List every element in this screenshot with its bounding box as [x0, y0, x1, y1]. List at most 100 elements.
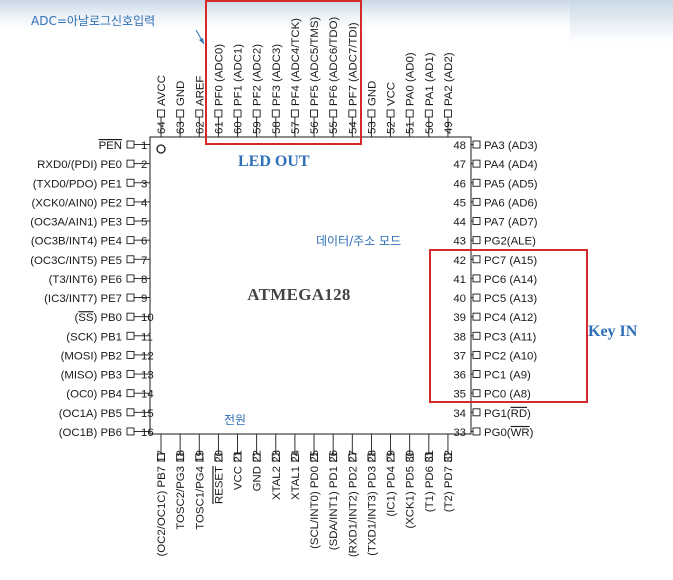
- pin-label: PF0 (ADC0): [213, 44, 225, 106]
- pin-pad: [290, 109, 299, 118]
- pin-pad: [472, 236, 481, 245]
- pin-label: PA2 (AD2): [443, 52, 455, 106]
- adc-arrow-head: [199, 38, 204, 44]
- pin-number: 59: [252, 121, 264, 134]
- pin-pad: [126, 217, 135, 225]
- pin-label: VCC: [386, 82, 398, 106]
- pin-number: 45: [453, 197, 466, 209]
- pin-label: PG1(RD): [484, 408, 531, 420]
- pin-pad: [472, 370, 481, 379]
- pin-label: (TXD0/PDO) PE1: [33, 178, 122, 190]
- pin-8: 8(T3/INT6) PE6: [49, 274, 150, 286]
- pin-44: 44 PA7 (AD7): [453, 217, 537, 229]
- pin-56: 56 PF5 (ADC5/TMS): [309, 17, 321, 137]
- pin-number: 29: [386, 450, 398, 463]
- pin-number: 64: [156, 121, 168, 134]
- pin-31: 31(T1) PD6: [424, 434, 436, 512]
- pin-27: 27(RXD1/INT2) PD2: [347, 434, 359, 557]
- pin-7: 7(OC3C/INT5) PE5: [30, 255, 150, 267]
- pin-number: 56: [309, 121, 321, 134]
- pin-label: PC1 (A9): [484, 370, 531, 382]
- pin-pad: [214, 453, 223, 462]
- pin-14: 14(OC0) PB4: [66, 389, 153, 401]
- pin-number: 48: [453, 140, 466, 152]
- pin-17: 17(OC2/OC1C) PB7: [156, 434, 168, 557]
- chip-body: [149, 136, 472, 435]
- pin-pad: [472, 274, 481, 283]
- pin-pad: [348, 109, 357, 118]
- pin-pad: [126, 236, 135, 245]
- pin-number: 55: [328, 121, 340, 134]
- led-out-annotation: LED OUT: [238, 153, 310, 170]
- pin-label: PC0 (A8): [484, 389, 531, 401]
- pin-number: 20: [213, 450, 225, 463]
- pin-4: 4(XCK0/AIN0) PE2: [31, 197, 150, 209]
- pin-pad: [405, 109, 414, 118]
- pin-pad: [176, 453, 185, 462]
- pin-number: 15: [141, 408, 154, 420]
- pin-pad: [472, 427, 481, 436]
- pin-number: 42: [453, 255, 466, 267]
- pin-pad: [444, 109, 452, 118]
- pin-10: 10(SS) PB0: [75, 312, 154, 324]
- pin-label: PC4 (A12): [484, 312, 537, 324]
- pin-label: TOSC2/PG3: [175, 466, 187, 530]
- pin-number: 63: [175, 121, 187, 134]
- pin-pad: [126, 293, 135, 302]
- pin-label: (MOSI) PB2: [61, 350, 122, 362]
- pin-number: 33: [453, 427, 466, 439]
- pin-number: 12: [141, 350, 154, 362]
- pin-label: PA7 (AD7): [484, 217, 538, 229]
- pin-number: 37: [453, 350, 466, 362]
- pin-number: 28: [366, 450, 378, 463]
- pin-label: PEN: [99, 140, 122, 152]
- header-gradient: [0, 0, 673, 30]
- pin-pad: [472, 178, 481, 187]
- pin-label: XTAL1: [290, 466, 302, 500]
- pin-number: 39: [453, 312, 466, 324]
- pin-label: (OC0) PB4: [66, 389, 122, 401]
- pin-label: PA3 (AD3): [484, 140, 538, 152]
- pin-pad: [310, 109, 318, 118]
- pin-label: PC2 (A10): [484, 350, 537, 362]
- pin-number: 30: [405, 450, 417, 463]
- pin-48: 48 PA3 (AD3): [453, 140, 537, 152]
- pin-label: PF5 (ADC5/TMS): [309, 17, 321, 106]
- pin-25: 25(SCL/INT0) PD0: [309, 434, 321, 549]
- pin-label: GND: [175, 81, 187, 106]
- pin-number: 51: [405, 121, 417, 134]
- chip-name: ATMEGA128: [247, 285, 350, 304]
- pin-label: PA6 (AD6): [484, 197, 538, 209]
- pin-label: (T1) PD6: [424, 466, 436, 512]
- pin-pad: [126, 197, 135, 206]
- pin-number: 4: [141, 197, 147, 209]
- pin-5: 5(OC3A/AIN1) PE3: [30, 217, 150, 229]
- pin-pad: [176, 109, 185, 118]
- pin-pad: [472, 255, 481, 264]
- pin-number: 44: [453, 217, 466, 229]
- pin-39: 39 PC4 (A12): [453, 312, 537, 324]
- pin-number: 11: [141, 331, 153, 343]
- pin-pad: [472, 159, 481, 168]
- pin-29: 29(IC1) PD4: [386, 434, 398, 517]
- pin-label: PF3 (ADC3): [271, 44, 283, 106]
- pin-13: 13(MISO) PB3: [61, 370, 154, 382]
- pin-pad: [126, 427, 135, 436]
- pin-9: 9(IC3/INT7) PE7: [44, 293, 150, 305]
- pin-pad: [252, 109, 261, 118]
- pin-pad: [126, 370, 135, 379]
- pin-64: 64 AVCC: [156, 75, 168, 137]
- pin-label: AVCC: [156, 75, 168, 106]
- pin-number: 21: [233, 450, 245, 463]
